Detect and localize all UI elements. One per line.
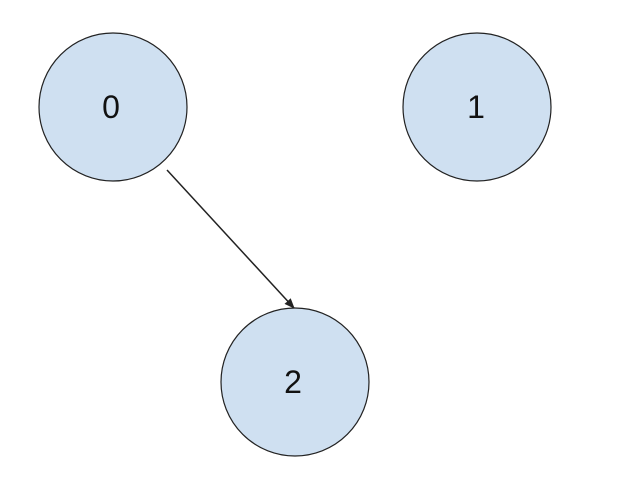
node-1-label: 1 — [467, 89, 485, 125]
node-0-circle — [38, 32, 188, 182]
edge-0-to-2 — [166, 169, 295, 309]
node-2-label: 2 — [284, 364, 302, 400]
node-0: 0 — [38, 32, 188, 182]
node-2-circle — [220, 307, 370, 457]
node-2: 2 — [220, 307, 370, 457]
node-1-circle — [402, 32, 552, 182]
node-1: 1 — [402, 32, 552, 182]
node-0-label: 0 — [102, 89, 120, 125]
